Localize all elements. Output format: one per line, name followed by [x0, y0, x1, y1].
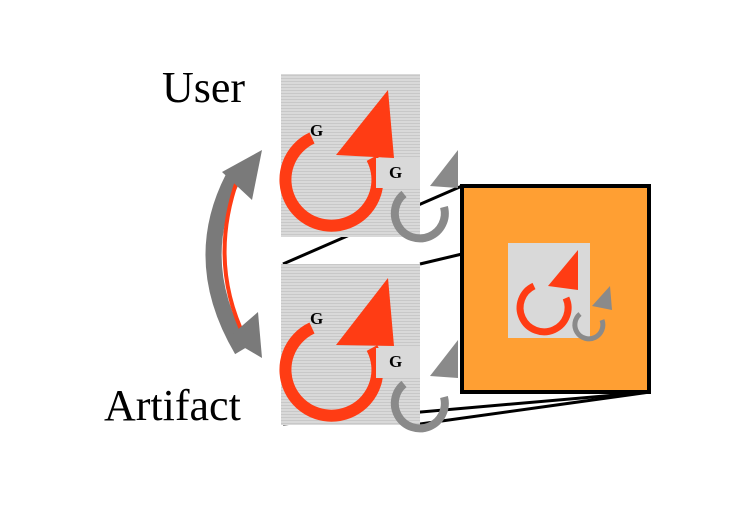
user-subgoal-label: G: [389, 163, 402, 182]
artifact-goal-cycle-icon: [279, 278, 394, 422]
bidirectional-arrow-icon: [205, 150, 262, 358]
artifact-cycle-panel: [279, 264, 458, 433]
user-subgoal-cycle-icon: [376, 150, 458, 243]
artifact-goal-label: G: [310, 309, 323, 328]
user-goal-cycle-icon: [279, 90, 394, 232]
zoomed-goal-cycle-icon: [516, 250, 578, 336]
user-label: User: [162, 63, 246, 112]
artifact-subgoal-label: G: [389, 352, 402, 371]
artifact-label: Artifact: [104, 381, 241, 430]
user-goal-label: G: [310, 121, 323, 140]
zoomed-subgoal-box: [460, 184, 651, 394]
zoomed-subgoal-cycle-icon: [572, 286, 612, 342]
user-cycle-panel: [279, 74, 458, 243]
artifact-subgoal-cycle-icon: [376, 340, 458, 433]
